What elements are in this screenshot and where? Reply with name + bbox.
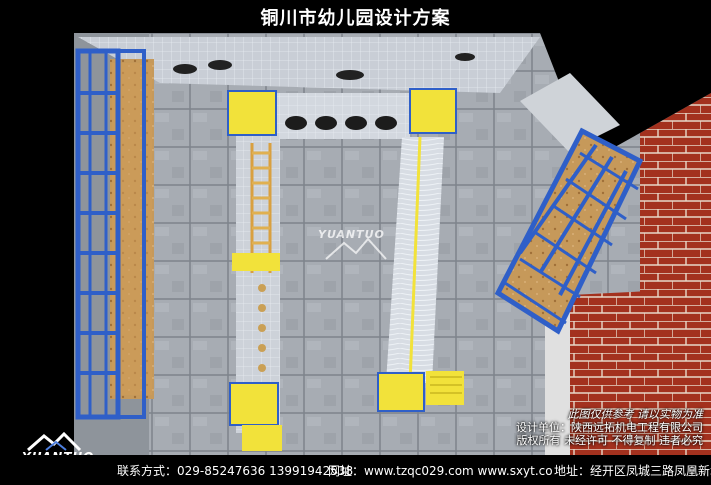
right-climbing-panel <box>494 73 644 335</box>
copyright-line: 版权所有 未经许可 不得复制 违者必究 <box>516 434 704 447</box>
design-render <box>0 33 711 455</box>
scene-svg <box>0 33 711 455</box>
website-info: 网址：www.tzqc029.com www.sxyt.co <box>328 464 553 478</box>
disclaimer-line: 此图仅供参考 请以实物为准 <box>567 408 704 421</box>
disclaimer-notes: 此图仅供参考 请以实物为准 设计单位：陕西远拓机电工程有限公司 版权所有 未经许… <box>516 408 703 447</box>
left-climbing-wall <box>75 48 154 420</box>
contact-info: 联系方式：029-85247636 13991942538 <box>117 464 354 478</box>
yellow-platforms <box>227 88 464 451</box>
mesh-tube <box>386 136 444 384</box>
address-info: 地址：经开区凤城三路凤凰新城 <box>554 464 711 478</box>
designer-line: 设计单位：陕西远拓机电工程有限公司 <box>516 421 703 434</box>
watermark-text: YUANTUO <box>318 228 385 241</box>
page-title: 铜川市幼儿园设计方案 <box>260 8 451 29</box>
top-net <box>78 37 540 93</box>
right-building <box>540 33 711 455</box>
footer-bar: 联系方式：029-85247636 13991942538 网址：www.tzq… <box>0 455 711 485</box>
title-bar: 铜川市幼儿园设计方案 <box>0 0 711 33</box>
left-margin <box>0 33 74 455</box>
tyre-bridge <box>270 93 410 139</box>
watermark-mountain-icon <box>325 237 387 260</box>
logo-mountain-icon <box>27 431 82 452</box>
